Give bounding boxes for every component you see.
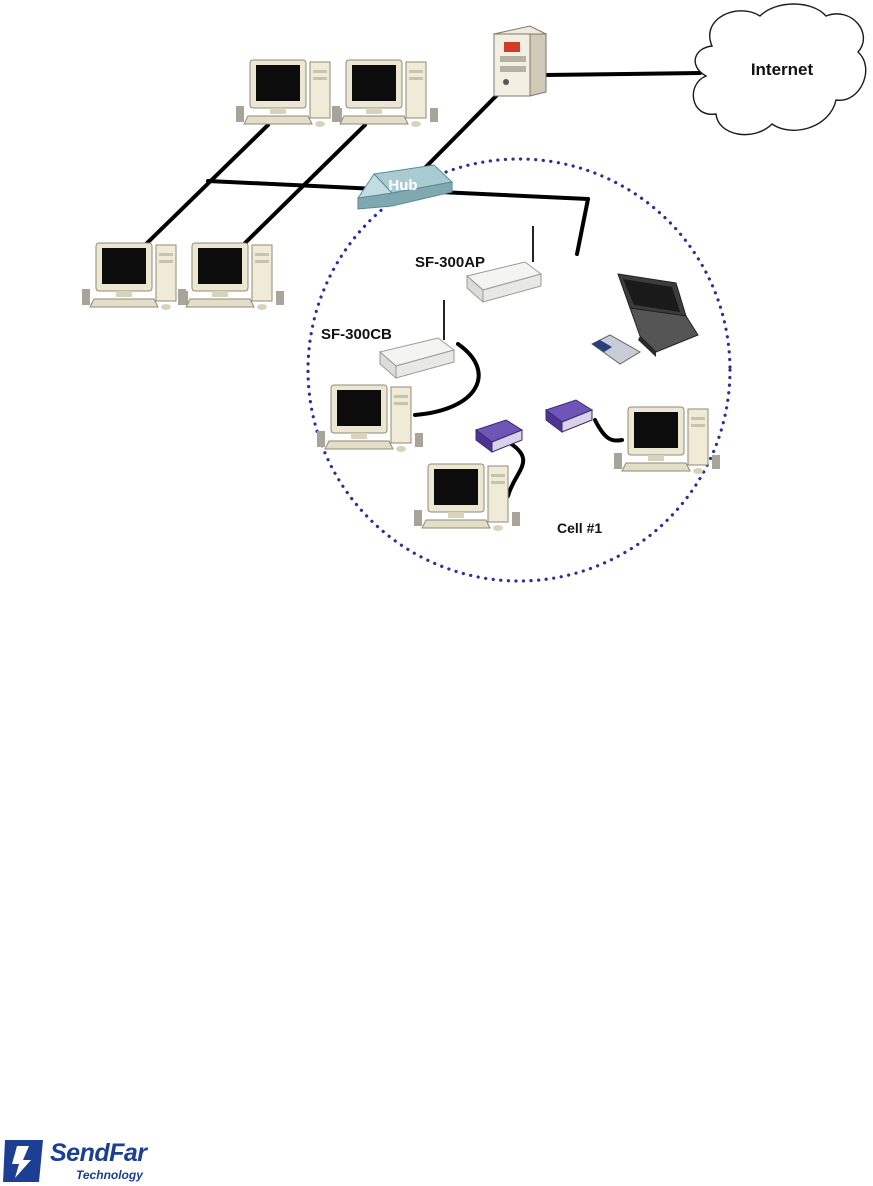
client-bridge-label: SF-300CB — [321, 326, 392, 343]
hub-label: Hub — [388, 177, 417, 194]
desktop-computer-icon — [178, 243, 284, 310]
access-point-label: SF-300AP — [415, 254, 485, 271]
cell-label: Cell #1 — [557, 520, 602, 536]
desktop-computer-icon — [614, 407, 720, 474]
internet-label: Internet — [751, 60, 814, 79]
internet-cloud: Internet — [693, 4, 865, 135]
laptop-icon — [618, 274, 698, 357]
desktop-computer-icon — [414, 464, 520, 531]
pc-card-icon — [592, 335, 640, 364]
logo-subtitle: Technology — [76, 1168, 143, 1182]
server-icon — [494, 26, 546, 96]
usb-adapter-icon — [546, 400, 592, 432]
hub-icon: Hub — [358, 165, 452, 209]
logo-wordmark: SendFar — [50, 1139, 147, 1168]
desktop-computer-icon — [236, 60, 342, 127]
desktop-computer-icon — [82, 243, 188, 310]
desktop-computer-icon — [317, 385, 423, 452]
desktop-computer-icon — [332, 60, 438, 127]
